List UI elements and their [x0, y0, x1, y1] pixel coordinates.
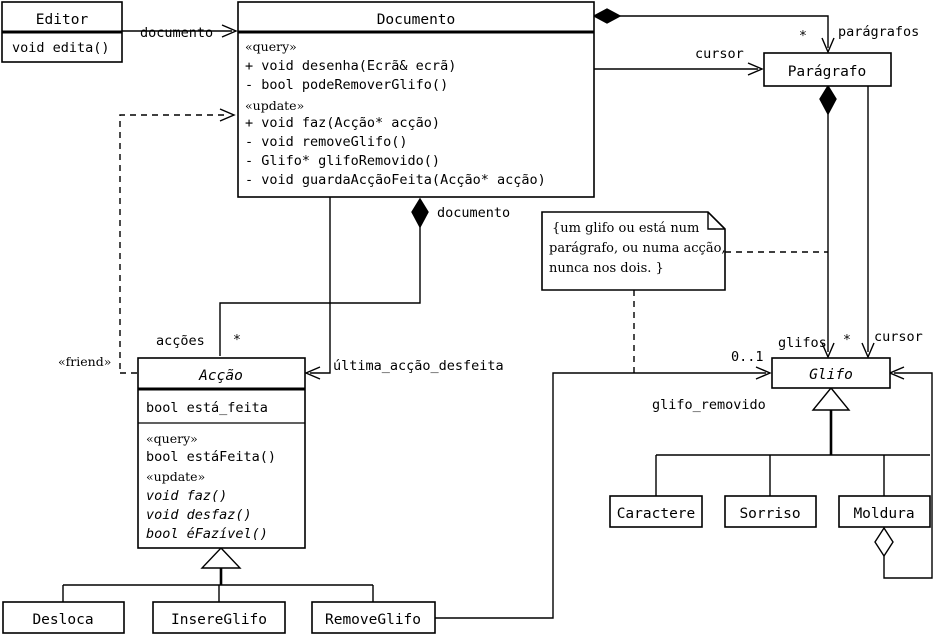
- class-documento-query-stereotype: «query»: [245, 39, 297, 54]
- edge-removeglifo-glifo: [435, 366, 772, 619]
- class-desloca-name: Desloca: [32, 612, 93, 628]
- class-sorriso[interactable]: Sorriso: [724, 495, 817, 528]
- label-friend-stereotype: «friend»: [58, 354, 111, 369]
- label-accoes-role: acções: [156, 333, 205, 349]
- label-documento-role: documento: [140, 25, 213, 41]
- class-accao[interactable]: Acção bool está_feita «query» bool estáF…: [137, 357, 306, 549]
- class-accao-update-stereotype: «update»: [146, 469, 205, 484]
- class-accao-attribute-0: bool está_feita: [146, 400, 268, 416]
- class-caractere-name: Caractere: [617, 506, 696, 522]
- edge-paragrafo-cursor-glifo: [861, 86, 875, 359]
- class-removeglifo[interactable]: RemoveGlifo: [311, 601, 436, 634]
- class-insereglifo-name: InsereGlifo: [171, 612, 267, 628]
- class-caractere[interactable]: Caractere: [609, 495, 703, 528]
- label-glifo-removido-mult: 0..1: [731, 349, 764, 365]
- class-glifo-name: Glifo: [809, 367, 853, 383]
- class-accao-update-op-1: void desfaz(): [146, 507, 252, 523]
- constraint-note-line-0: {um glifo ou está num: [552, 221, 699, 236]
- constraint-note: {um glifo ou está num parágrafo, ou numa…: [541, 211, 726, 291]
- class-sorriso-name: Sorriso: [739, 506, 800, 522]
- class-documento-update-op-2: - Glifo* glifoRemovido(): [245, 153, 440, 169]
- class-glifo[interactable]: Glifo: [771, 357, 891, 389]
- class-removeglifo-name: RemoveGlifo: [325, 612, 421, 628]
- label-paragrafos-role: parágrafos: [838, 24, 919, 40]
- class-accao-query-stereotype: «query»: [146, 431, 198, 446]
- edge-paragrafo-glifos: [819, 84, 837, 359]
- edge-editor-documento: [122, 24, 238, 38]
- label-cursor-paragrafo: cursor: [695, 46, 744, 62]
- class-editor-member-0: void edita(): [12, 40, 110, 56]
- class-documento-name: Documento: [377, 12, 456, 28]
- class-accao-update-op-0: void faz(): [146, 488, 227, 504]
- class-documento-update-op-1: - void removeGlifo(): [245, 134, 408, 150]
- edge-accao-generalization: [62, 546, 374, 602]
- edge-ultima-accao-desfeita: [304, 197, 331, 380]
- class-accao-name: Acção: [198, 368, 243, 384]
- class-paragrafo[interactable]: Parágrafo: [763, 52, 892, 87]
- label-glifos-role: glifos: [778, 335, 827, 351]
- class-documento[interactable]: Documento «query» + void desenha(Ecrã& e…: [237, 1, 595, 198]
- edge-documento-paragrafos: [592, 8, 835, 54]
- class-documento-query-op-0: + void desenha(Ecrã& ecrã): [245, 58, 456, 74]
- label-glifos-mult: *: [843, 332, 851, 348]
- label-paragrafos-mult: *: [799, 28, 807, 44]
- label-accoes-mult: *: [233, 332, 241, 348]
- label-cursor-glifo: cursor: [874, 329, 923, 345]
- class-documento-update-op-0: + void faz(Acção* acção): [245, 115, 440, 131]
- class-accao-query-op-0: bool estáFeita(): [146, 449, 276, 465]
- label-ultima-accao-desfeita: última_acção_desfeita: [333, 358, 504, 374]
- class-editor-name: Editor: [36, 12, 89, 28]
- edge-glifo-generalization: [655, 386, 930, 496]
- edge-documento-accoes: [219, 197, 429, 356]
- constraint-note-line-2: nunca nos dois. }: [549, 261, 664, 276]
- class-moldura-name: Moldura: [853, 506, 914, 522]
- label-glifo-removido-role: glifo_removido: [652, 397, 766, 413]
- class-insereglifo[interactable]: InsereGlifo: [152, 601, 286, 634]
- class-documento-update-op-3: - void guardaAcçãoFeita(Acção* acção): [245, 172, 546, 188]
- edge-accao-documento-dashed: [119, 108, 236, 369]
- constraint-note-line-1: parágrafo, ou numa acção,: [549, 241, 726, 256]
- class-desloca[interactable]: Desloca: [2, 601, 125, 634]
- class-documento-query-op-1: - bool podeRemoverGlifo(): [245, 77, 448, 93]
- edge-moldura-glifo: [874, 366, 933, 579]
- label-documento-accao-role: documento: [437, 205, 510, 221]
- class-paragrafo-name: Parágrafo: [788, 64, 867, 80]
- edge-documento-cursor-paragrafo: [594, 62, 764, 76]
- class-accao-update-op-2: bool éFazível(): [146, 526, 268, 542]
- class-documento-update-stereotype: «update»: [245, 98, 304, 113]
- class-editor[interactable]: Editor void edita(): [1, 1, 123, 63]
- class-moldura[interactable]: Moldura: [838, 495, 931, 528]
